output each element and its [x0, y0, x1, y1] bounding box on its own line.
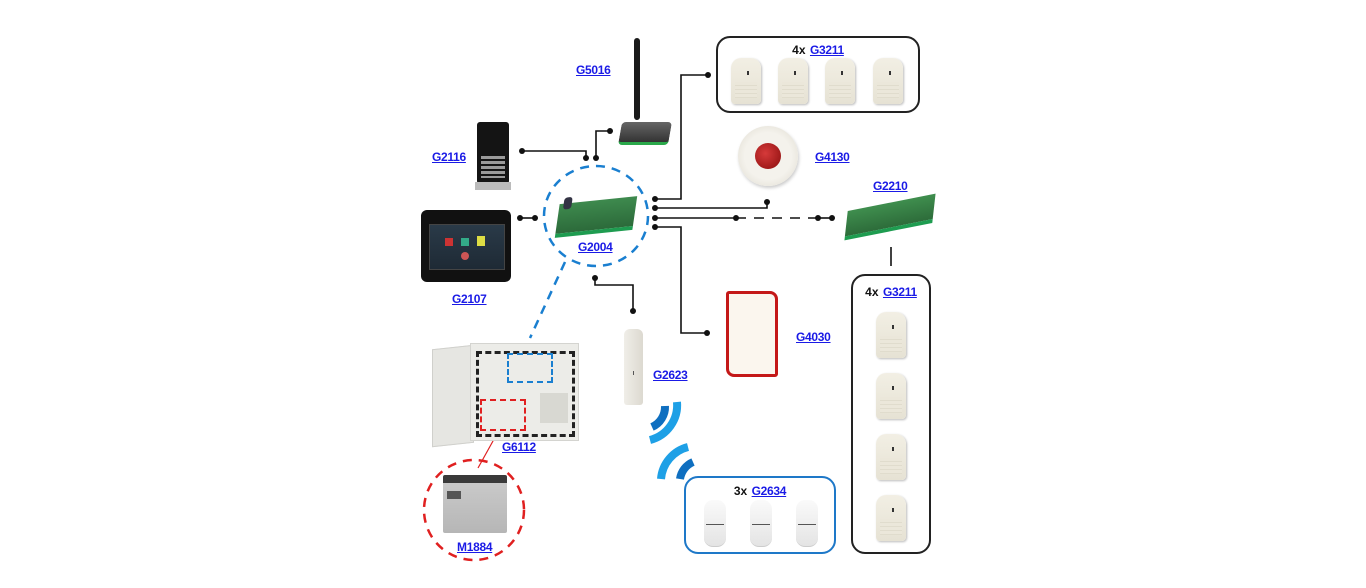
- central-unit-highlight: [542, 164, 650, 268]
- wire-top-pir: [655, 74, 708, 200]
- touchscreen-keypad-icon: [421, 210, 511, 282]
- wireless-pir-group: 3x G2634: [684, 476, 836, 554]
- group-link-g2634[interactable]: G2634: [751, 484, 787, 498]
- right-pir-group: 4x G3211: [851, 274, 931, 554]
- keypad-icon: [475, 122, 511, 192]
- outdoor-siren-icon: [726, 291, 778, 377]
- pir-detector-icon: [876, 312, 906, 358]
- group-link-g3211-top[interactable]: G3211: [809, 43, 844, 57]
- device-link-g4030[interactable]: G4030: [796, 330, 831, 344]
- wire-g4130: [655, 202, 768, 209]
- gsm-antenna-module-icon: [617, 38, 673, 145]
- group-count: 4x: [865, 285, 879, 299]
- central-unit-link-g2004[interactable]: G2004: [578, 240, 613, 254]
- wireless-pir-detector-icon: [704, 500, 726, 547]
- device-link-g5016[interactable]: G5016: [576, 63, 611, 77]
- wireless-pir-detector-icon: [796, 500, 818, 547]
- group-count: 4x: [792, 43, 806, 57]
- wire-g5016: [595, 130, 610, 158]
- device-link-g4130[interactable]: G4130: [815, 150, 850, 164]
- device-link-g6112[interactable]: G6112: [502, 440, 536, 454]
- group-link-g3211-right[interactable]: G3211: [882, 285, 917, 299]
- pir-detector-icon: [876, 434, 906, 480]
- device-link-g2623[interactable]: G2623: [653, 368, 688, 382]
- pir-detector-icon: [825, 58, 855, 104]
- pir-detector-icon: [778, 58, 808, 104]
- device-link-g2116[interactable]: G2116: [432, 150, 466, 164]
- device-link-m1884[interactable]: M1884: [457, 540, 493, 554]
- pir-detector-icon: [873, 58, 903, 104]
- enclosure-icon: [432, 343, 579, 448]
- wireless-contact-icon: [624, 329, 643, 405]
- wireless-signal-icon: [648, 401, 695, 480]
- device-link-g2210[interactable]: G2210: [873, 179, 908, 193]
- indoor-siren-icon: [738, 126, 798, 186]
- group-count: 3x: [733, 484, 748, 498]
- wire-g4030: [655, 226, 707, 334]
- battery-highlight: [422, 458, 526, 562]
- pir-detector-icon: [731, 58, 761, 104]
- wireless-pir-detector-icon: [750, 500, 772, 547]
- pir-detector-icon: [876, 495, 906, 541]
- device-link-g2107[interactable]: G2107: [452, 292, 487, 306]
- top-pir-group: 4x G3211: [716, 36, 920, 113]
- pir-detector-icon: [876, 373, 906, 419]
- wire-g2623: [594, 278, 634, 311]
- battery-icon: [443, 475, 507, 533]
- wire-g2116: [522, 150, 587, 158]
